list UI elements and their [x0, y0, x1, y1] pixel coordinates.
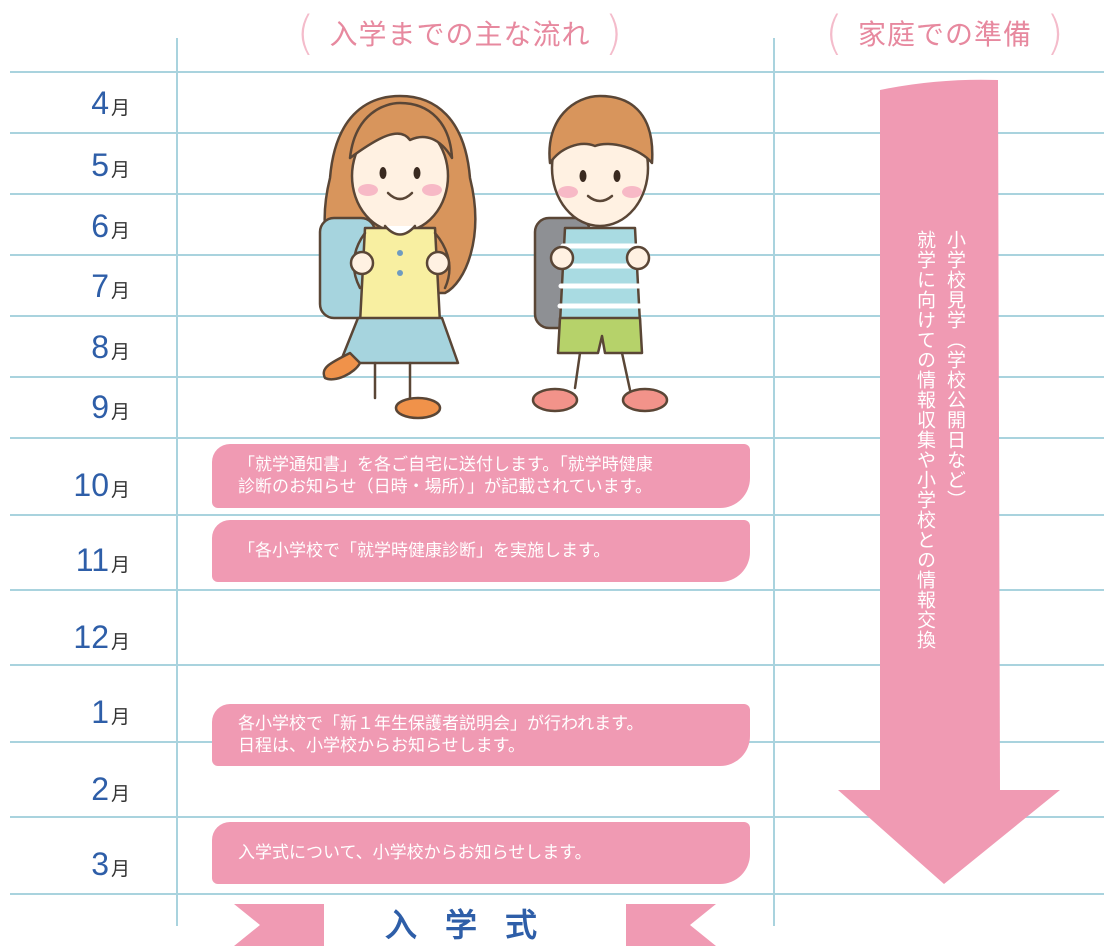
column-divider-left: [176, 38, 178, 926]
arrow-shape: [838, 79, 1060, 884]
month-number: 2: [91, 771, 109, 807]
event-text-line: 診断のお知らせ（日時・場所）」が記載されています。: [238, 477, 652, 497]
row-rule: [10, 437, 1104, 439]
flow-heading-text: 入学までの主な流れ: [329, 18, 591, 51]
event-ceremony-notice: 入学式について、小学校からお知らせします。: [212, 822, 750, 884]
home-prep-line-2: 就学に向けての情報収集や小学校との情報交換: [914, 230, 936, 650]
ceremony-ribbon-left: [234, 904, 324, 946]
row-rule: [10, 664, 1104, 666]
row-rule: [10, 71, 1104, 73]
month-number: 9: [91, 389, 109, 425]
month-unit: 月: [110, 479, 130, 501]
month-number: 4: [91, 85, 109, 121]
month-number: 6: [91, 208, 109, 244]
preparation-arrow: [838, 79, 1060, 884]
event-text-line: 日程は、小学校からお知らせします。: [238, 736, 525, 756]
month-number: 10: [73, 467, 109, 503]
month-number: 12: [73, 619, 109, 655]
month-unit: 月: [110, 341, 130, 363]
row-rule: [10, 589, 1104, 591]
month-unit: 月: [110, 97, 130, 119]
event-text-line: 「就学通知書」を各ご自宅に送付します。「就学時健康: [238, 455, 653, 475]
event-text-line: 各小学校で「新１年生保護者説明会」が行われます。: [238, 714, 644, 734]
home-prep-heading: ( 家庭での準備 ): [800, 6, 1090, 60]
row-rule: [10, 514, 1104, 516]
children-illustration: [318, 94, 669, 420]
bracket-open: (: [296, 6, 316, 60]
month-unit: 月: [110, 401, 130, 423]
month-unit: 月: [110, 783, 130, 805]
girl-figure: [318, 94, 477, 420]
month-unit: 月: [110, 159, 130, 181]
month-number: 8: [91, 329, 109, 365]
column-divider-right: [773, 38, 775, 926]
month-unit: 月: [110, 220, 130, 242]
event-text-line: 入学式について、小学校からお知らせします。: [238, 843, 592, 863]
row-rule: [10, 376, 1104, 378]
event-text-line: 「各小学校で「就学時健康診断」を実施します。: [238, 541, 611, 561]
home-prep-line-1: 小学校見学（学校公開日など）: [944, 230, 966, 510]
month-unit: 月: [110, 631, 130, 653]
month-unit: 月: [110, 280, 130, 302]
month-number: 5: [91, 147, 109, 183]
bracket-close: ): [1046, 6, 1065, 60]
month-unit: 月: [110, 706, 130, 728]
home-prep-text: 小学校見学（学校公開日など） 就学に向けての情報収集や小学校との情報交換: [900, 230, 980, 650]
month-number: 11: [75, 542, 109, 578]
row-rule: [10, 816, 1104, 818]
month-unit: 月: [110, 858, 130, 880]
row-rule: [10, 893, 1104, 895]
month-unit: 月: [110, 554, 130, 576]
ceremony-ribbon-right: [626, 904, 716, 946]
flow-heading: ( 入学までの主な流れ ): [270, 6, 650, 60]
bracket-open: (: [825, 6, 844, 60]
month-number: 7: [91, 268, 109, 304]
entrance-ceremony-title: 入学式: [384, 906, 565, 944]
month-number: 3: [91, 846, 109, 882]
month-number: 1: [91, 694, 109, 730]
event-health-checkup: 「各小学校で「就学時健康診断」を実施します。: [212, 520, 750, 582]
event-parent-briefing: 各小学校で「新１年生保護者説明会」が行われます。 日程は、小学校からお知らせしま…: [212, 704, 750, 766]
boy-figure: [531, 94, 669, 413]
home-prep-heading-text: 家庭での準備: [857, 18, 1032, 51]
bracket-close: ): [604, 6, 624, 60]
event-notice-sent: 「就学通知書」を各ご自宅に送付します。「就学時健康 診断のお知らせ（日時・場所）…: [212, 444, 750, 508]
